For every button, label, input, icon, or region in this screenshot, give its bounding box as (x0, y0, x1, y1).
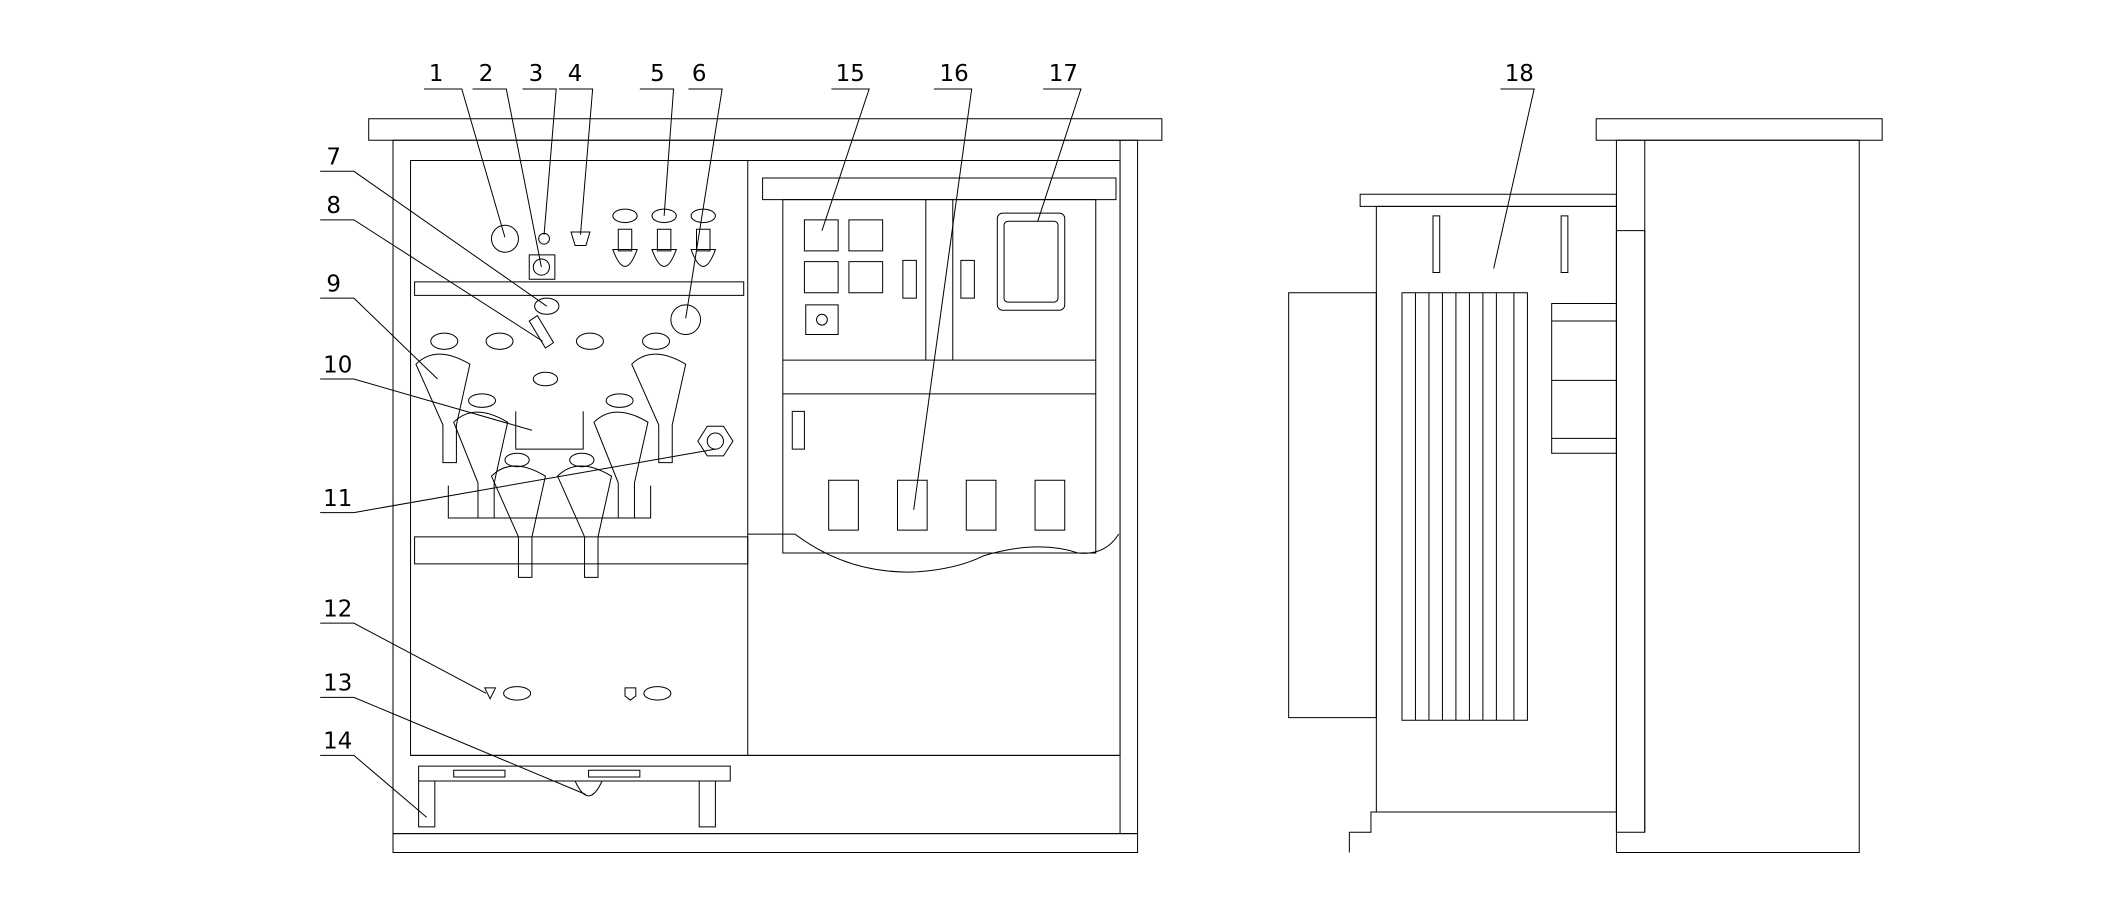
front-view-cabinet (369, 119, 1162, 853)
callout-label: 4 (568, 61, 583, 87)
callout-label: 5 (650, 61, 665, 87)
callout-label: 17 (1049, 61, 1078, 87)
callout-label: 9 (326, 271, 341, 297)
callout-label: 2 (479, 61, 494, 87)
callout-label: 15 (836, 61, 865, 87)
load-switch-group (613, 209, 716, 266)
callout-label: 7 (326, 145, 341, 171)
callout-label: 10 (323, 352, 352, 378)
side-view-transformer (1289, 119, 1883, 853)
callout-label: 1 (429, 61, 444, 87)
callout-label: 6 (692, 61, 707, 87)
callout-label: 12 (323, 596, 352, 622)
callout-label: 18 (1505, 61, 1534, 87)
callout-label: 14 (323, 729, 352, 755)
callouts: 1 2 3 4 5 6 15 16 17 18 7 8 9 10 11 12 1… (320, 61, 1534, 817)
callout-label: 11 (323, 486, 352, 512)
callout-label: 16 (940, 61, 969, 87)
callout-label: 13 (323, 671, 352, 697)
callout-label: 3 (529, 61, 544, 87)
callout-label: 8 (326, 193, 341, 219)
